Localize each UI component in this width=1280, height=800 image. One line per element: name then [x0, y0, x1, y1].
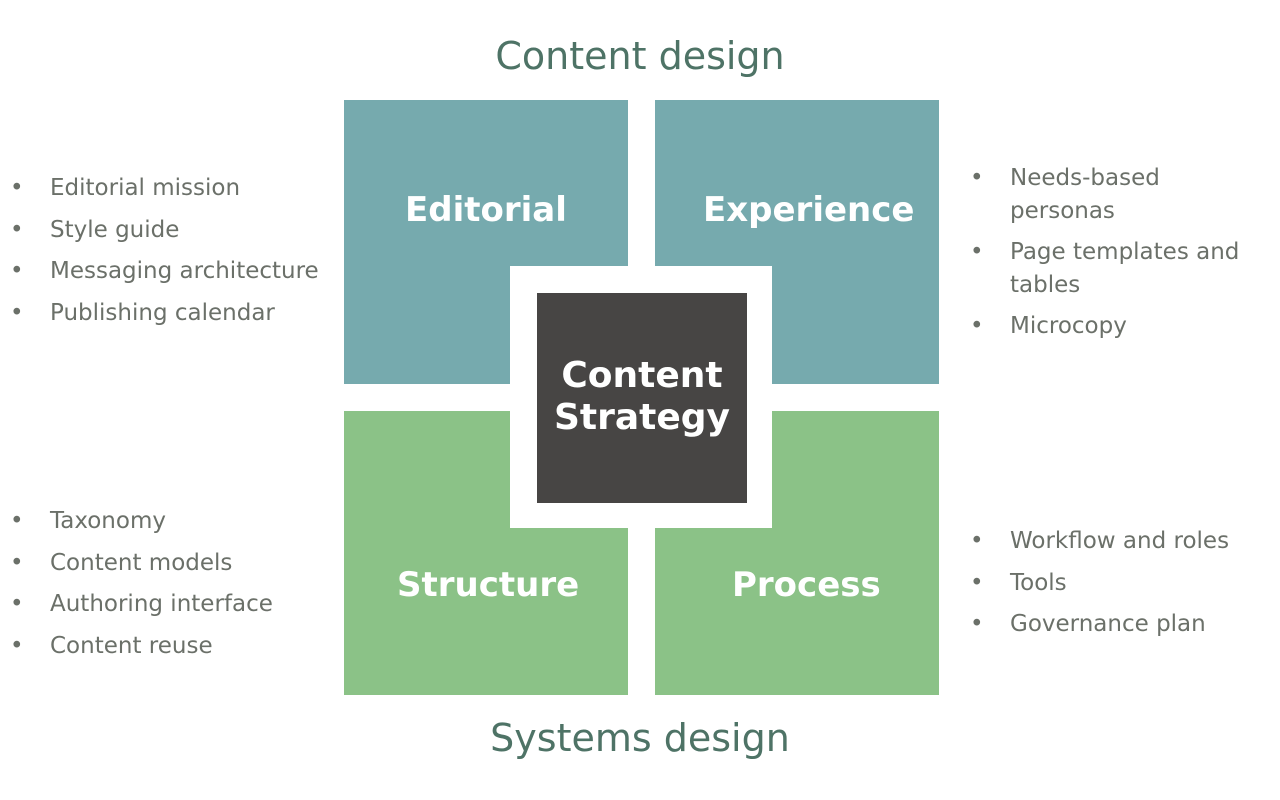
process-label: Process — [732, 565, 881, 605]
list-item: Workflow and roles — [966, 527, 1266, 556]
center-line-2: Strategy — [553, 397, 731, 438]
experience-list: Needs-based personas Page templates and … — [966, 162, 1266, 351]
experience-label: Experience — [703, 190, 915, 230]
editorial-list: Editorial mission Style guide Messaging … — [6, 174, 336, 340]
list-item: Authoring interface — [6, 590, 336, 619]
list-item: Messaging architecture — [6, 257, 336, 286]
content-strategy-label: Content Strategy — [537, 355, 747, 439]
list-item: Taxonomy — [6, 507, 336, 536]
center-line-1: Content — [561, 355, 723, 396]
list-item: Governance plan — [966, 610, 1266, 639]
list-item: Content reuse — [6, 632, 336, 661]
list-item: Style guide — [6, 216, 336, 245]
list-item: Editorial mission — [6, 174, 336, 203]
process-list: Workflow and roles Tools Governance plan — [966, 527, 1266, 652]
list-item: Microcopy — [966, 310, 1266, 343]
list-item: Needs-based personas — [966, 162, 1266, 228]
content-strategy-box — [537, 293, 747, 503]
editorial-label: Editorial — [405, 190, 567, 230]
structure-list: Taxonomy Content models Authoring interf… — [6, 507, 336, 673]
content-design-heading: Content design — [495, 34, 785, 78]
list-item: Publishing calendar — [6, 299, 336, 328]
list-item: Content models — [6, 549, 336, 578]
structure-label: Structure — [397, 565, 580, 605]
systems-design-heading: Systems design — [490, 716, 790, 760]
list-item: Page templates and tables — [966, 236, 1266, 302]
list-item: Tools — [966, 569, 1266, 598]
